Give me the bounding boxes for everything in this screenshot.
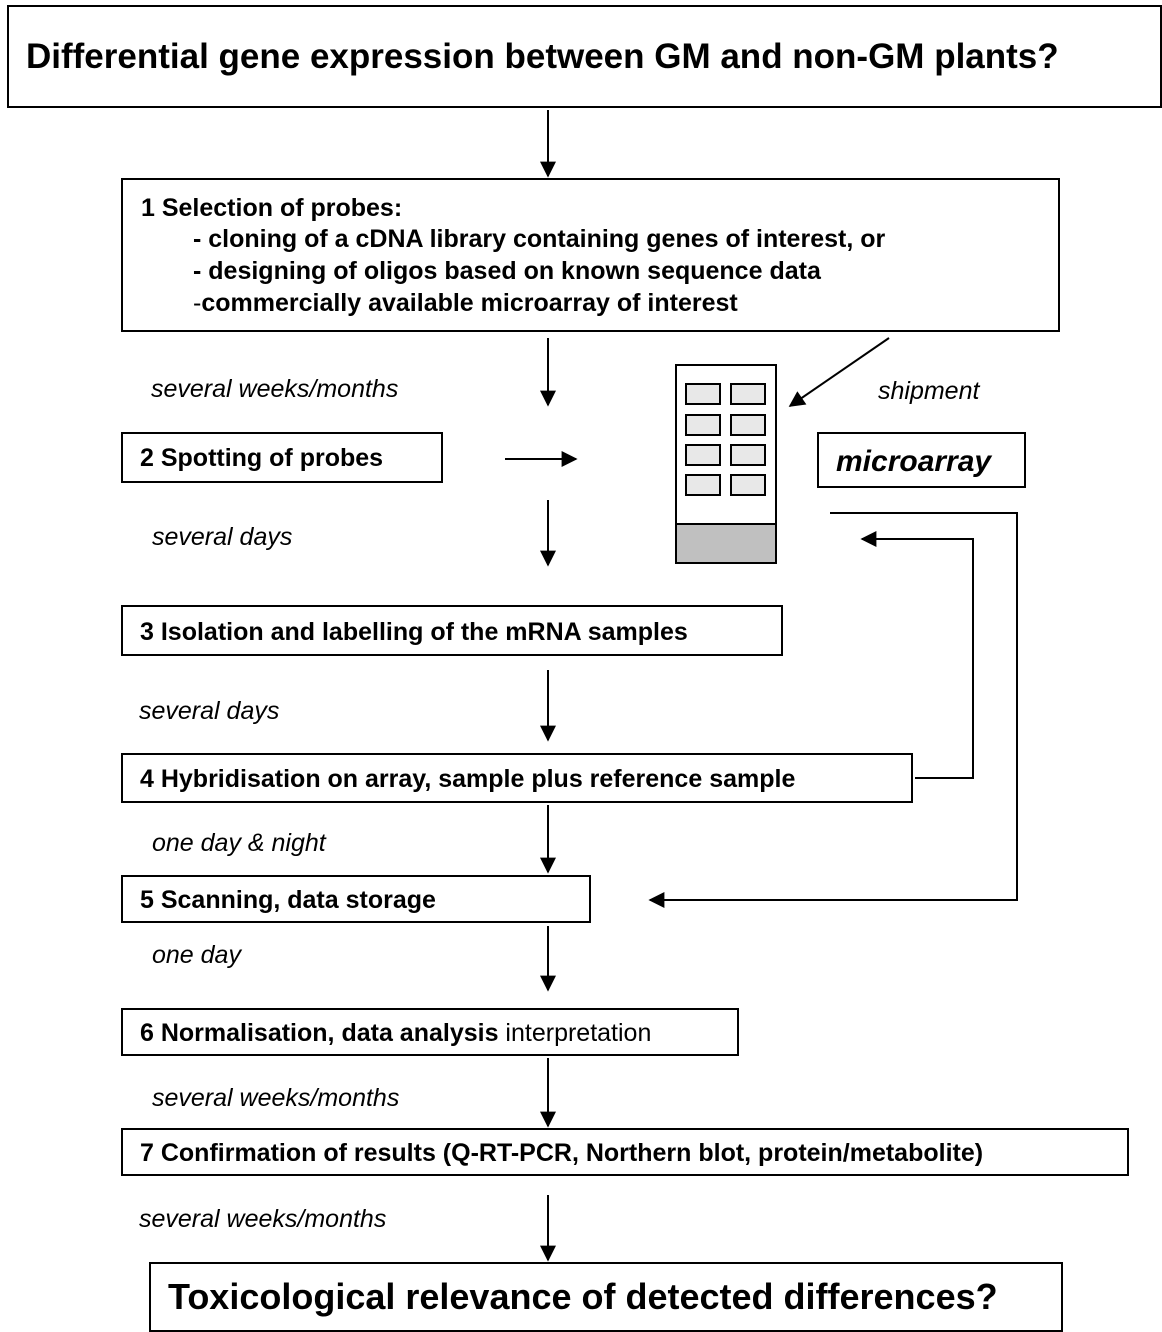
duration-label-4: one day & night <box>152 829 326 857</box>
step1-item1: - cloning of a cDNA library containing g… <box>193 225 886 253</box>
arrow-shipment-to-chip <box>788 337 890 407</box>
step6-box: 6 Normalisation, data analysis interpret… <box>121 1008 739 1056</box>
duration-label-7: several weeks/months <box>139 1205 387 1233</box>
step4-label: 4 Hybridisation on array, sample plus re… <box>140 765 796 793</box>
step7-box: 7 Confirmation of results (Q-RT-PCR, Nor… <box>121 1128 1129 1176</box>
step6-label: 6 Normalisation, data analysis interpret… <box>140 1019 651 1048</box>
duration-label-2: several days <box>152 523 293 551</box>
step5-box: 5 Scanning, data storage <box>121 875 591 923</box>
shipment-label: shipment <box>878 377 980 405</box>
step7-label: 7 Confirmation of results (Q-RT-PCR, Nor… <box>140 1139 984 1167</box>
step3-box: 3 Isolation and labelling of the mRNA sa… <box>121 605 783 656</box>
step1-item3-prefix: - <box>193 289 202 317</box>
step3-label: 3 Isolation and labelling of the mRNA sa… <box>140 618 688 646</box>
step1-box: 1 Selection of probes: - cloning of a cD… <box>121 178 1060 332</box>
question-title-box: Differential gene expression between GM … <box>7 5 1162 108</box>
microarray-label: microarray <box>836 445 992 478</box>
step4-box: 4 Hybridisation on array, sample plus re… <box>121 753 913 803</box>
duration-label-3: several days <box>139 697 280 725</box>
arrow-hybridisation-to-chip <box>860 531 974 779</box>
step2-label: 2 Spotting of probes <box>140 444 384 472</box>
duration-label-1: several weeks/months <box>151 375 399 403</box>
step1-item3-text: commercially available microarray of int… <box>201 289 738 317</box>
final-question: Toxicological relevance of detected diff… <box>168 1276 998 1317</box>
duration-label-6: several weeks/months <box>152 1084 400 1112</box>
microarray-label-box: microarray <box>817 432 1026 488</box>
final-question-box: Toxicological relevance of detected diff… <box>149 1262 1063 1332</box>
question-title: Differential gene expression between GM … <box>26 37 1059 76</box>
step1-title: 1 Selection of probes: <box>141 194 403 222</box>
step2-box: 2 Spotting of probes <box>121 432 443 483</box>
duration-label-5: one day <box>152 941 241 969</box>
arrow-chip-to-scanning <box>648 512 1018 908</box>
step6-label-bold: 6 Normalisation, data analysis <box>140 1019 499 1047</box>
step5-label: 5 Scanning, data storage <box>140 886 436 914</box>
step6-label-regular: interpretation <box>498 1019 652 1047</box>
step1-item3: -commercially available microarray of in… <box>193 289 738 318</box>
step1-item2: - designing of oligos based on known seq… <box>193 257 821 285</box>
